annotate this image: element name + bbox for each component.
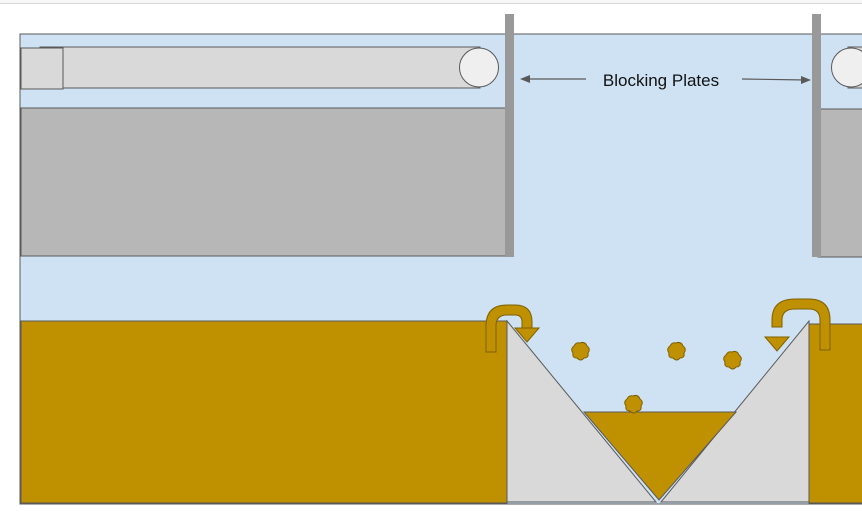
left-blocking-plate [505,14,514,257]
left-flow-arrow [485,304,541,353]
sediment-particle [624,394,643,414]
sediment-particles [571,341,742,414]
top-divider [0,0,862,4]
left-conveyor-end-block [20,47,64,90]
sediment-particle [571,341,590,361]
sediment-particle [723,350,742,370]
left-settling-block [20,107,510,257]
left-pointer-arrowhead [520,75,530,83]
hopper-left-wall [506,319,658,503]
left-sediment-bed [20,320,508,504]
right-conveyor-roller [831,47,862,88]
right-conveyor [831,46,862,89]
hopper-sediment-fill [582,411,738,501]
right-sediment-bed [808,323,862,504]
right-flow-arrow [763,298,831,352]
left-flow-arrowhead [513,327,541,343]
right-flow-arrow-body [771,298,831,351]
right-settling-block [817,108,862,258]
blocking-plates-callout: Blocking Plates [520,71,811,90]
left-conveyor [20,46,499,90]
right-pointer-arrowhead [801,76,811,84]
sediment-particle [667,341,686,361]
right-blocking-plate [812,14,821,257]
left-conveyor-roller [459,47,499,88]
right-flow-arrowhead [763,336,791,352]
left-conveyor-belt [39,46,481,89]
hopper-funnel [506,319,810,503]
blocking-plates-label: Blocking Plates [603,71,719,90]
right-pointer-arrow [741,78,807,81]
